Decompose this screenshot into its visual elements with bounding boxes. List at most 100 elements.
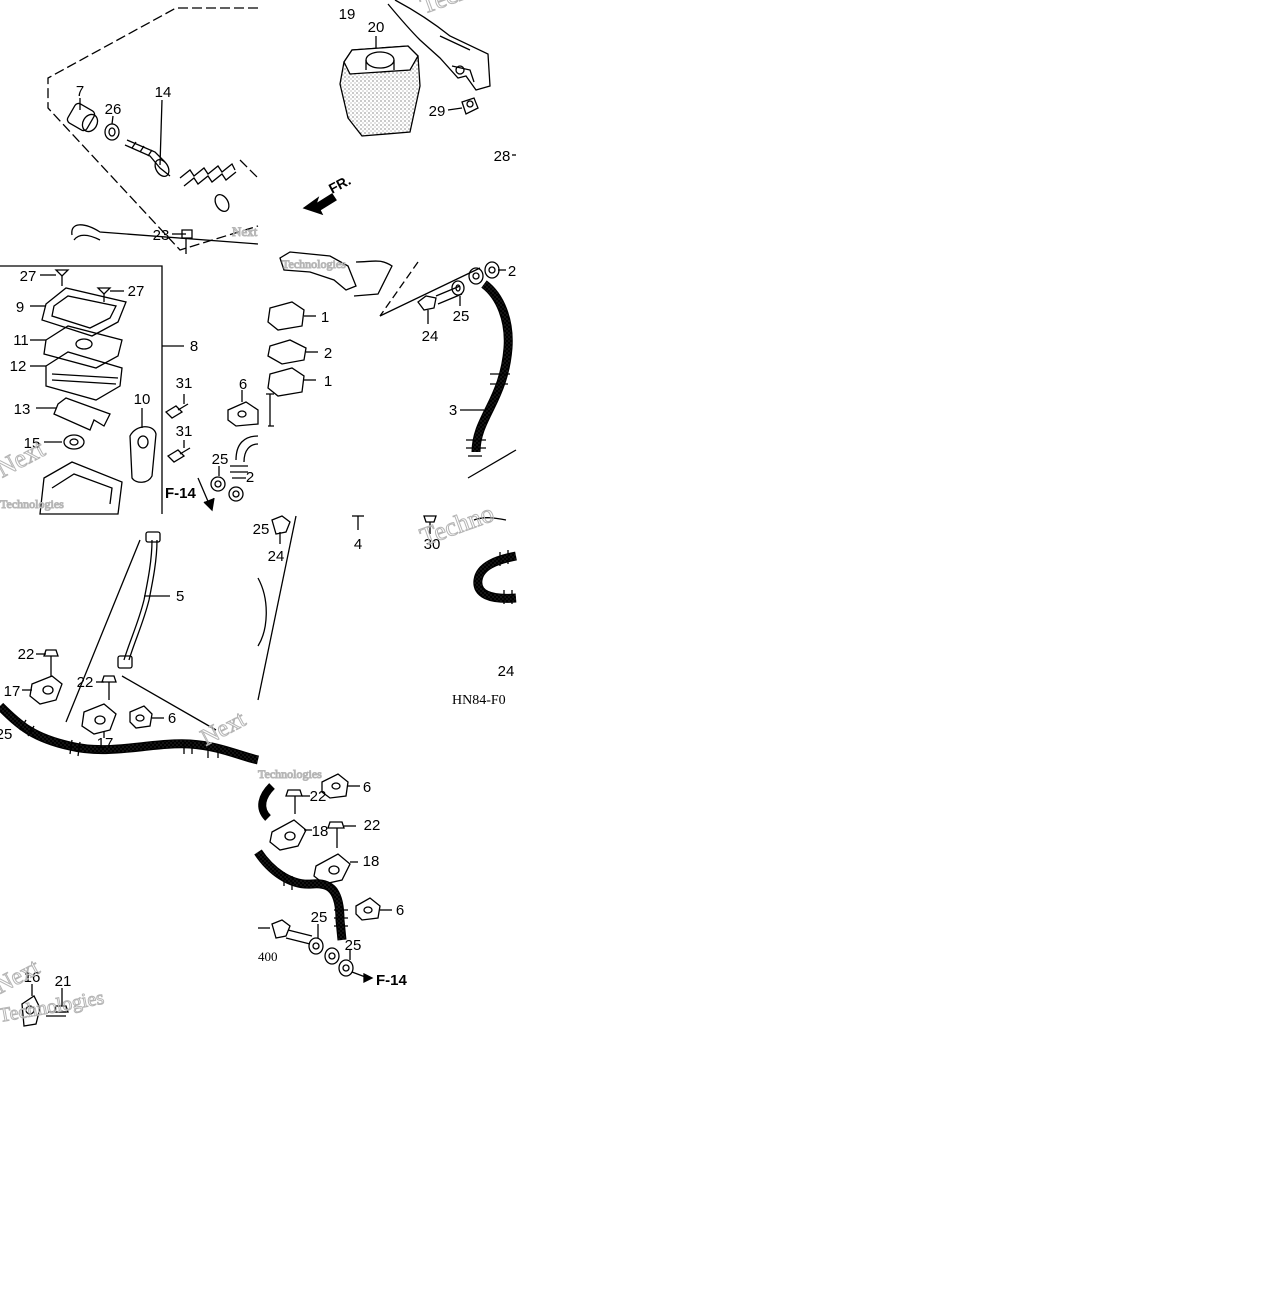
part-24-bolt-a (417, 285, 463, 311)
figure-code-b: 400 (258, 949, 278, 964)
label-3: 3 (449, 402, 457, 419)
watermark-tile2: Techno (416, 0, 497, 20)
label-22-a: 22 (18, 646, 35, 663)
part-22-bolt-c (285, 789, 303, 814)
tile-reservoir-and-pedal (302, 0, 516, 216)
leader-29 (447, 107, 463, 111)
watermark-tile8-a: Next (0, 954, 44, 999)
part-17-clamp-b (81, 703, 117, 735)
label-6-b: 6 (168, 710, 176, 727)
label-25-h: 25 (345, 937, 362, 954)
label-5: 5 (176, 588, 184, 605)
part-21-bolt (46, 1005, 69, 1017)
label-15: 15 (24, 435, 41, 452)
label-24-a: 24 (422, 328, 439, 345)
part-9-cap (41, 287, 127, 337)
label-31-b: 31 (176, 423, 193, 440)
part-22-bolt-d (327, 821, 345, 848)
part-25-washer-e (484, 261, 500, 279)
label-31-a: 31 (176, 375, 193, 392)
label-1-b: 1 (324, 373, 332, 390)
label-29: 29 (429, 103, 446, 120)
watermark-tile6: Techno (416, 498, 497, 551)
part-25-washer-a (210, 476, 226, 492)
label-16: 16 (24, 969, 41, 986)
part-25-washer-d (468, 267, 484, 285)
part-11-plate (43, 325, 123, 369)
part-23-bolt (181, 229, 193, 254)
part-5-brake-pipe (123, 539, 153, 661)
leader-26 (111, 115, 114, 125)
part-14-piston-kit (124, 139, 237, 213)
part-22-bolt-a (43, 649, 59, 676)
tile-master-cylinder-internals (47, 7, 259, 254)
brake-pedal-arm (387, 0, 491, 91)
part-24-bolt-b (271, 515, 291, 544)
label-2-partial: 2 (508, 263, 516, 280)
label-6-a: 6 (239, 376, 247, 393)
part-6-clamp-c (321, 773, 349, 799)
part-20-reservoir (339, 45, 421, 137)
label-13: 13 (14, 401, 31, 418)
group-outline-4 (65, 539, 141, 723)
group-outline-4c (257, 515, 297, 701)
master-cylinder-body (39, 461, 123, 515)
group-outline-3c (467, 449, 517, 479)
brake-hose-end (235, 435, 259, 463)
label-1-a: 1 (321, 309, 329, 326)
part-31-bolt-a (164, 403, 189, 419)
leader-14 (159, 99, 163, 166)
part-31-bolt-b (166, 447, 191, 463)
watermark-tile7: Technologies (258, 767, 322, 781)
caliper-bracket (279, 251, 357, 291)
part-26-washer (104, 123, 120, 141)
part-15-boot (63, 434, 85, 450)
part-29-nut (461, 97, 479, 115)
label-25-partial-b: 25 (253, 521, 270, 538)
part-18-clamp-a (269, 819, 307, 851)
label-30: 30 (424, 536, 441, 553)
label-18-a: 18 (312, 823, 329, 840)
part-27-screw-a (54, 269, 70, 286)
part-25-washer-h (338, 959, 354, 977)
label-22-d: 22 (364, 817, 381, 834)
label-22-c: 22 (310, 788, 327, 805)
label-6-d: 6 (396, 902, 404, 919)
label-24-c: 24 (498, 663, 515, 680)
label-25-f: 25 (311, 909, 328, 926)
label-12: 12 (10, 358, 27, 375)
label-18-b: 18 (363, 853, 380, 870)
switch-bolt (266, 393, 274, 427)
label-25-a: 25 (212, 451, 229, 468)
label-22-b: 22 (77, 674, 94, 691)
tile-rear-hose-end (271, 515, 517, 604)
group-outline-edge (239, 159, 259, 179)
part-6-clamp-b (129, 705, 153, 729)
label-9: 9 (16, 299, 24, 316)
part-27-screw-b (96, 287, 112, 302)
watermark-tile5: Next (197, 706, 251, 751)
brake-lever-tip (71, 224, 259, 245)
figure-code-a: HN84-F0 (452, 693, 506, 708)
label-21: 21 (55, 973, 72, 990)
label-2: 2 (324, 345, 332, 362)
callout-f14-b: F-14 (376, 972, 408, 989)
tile-lower-bracket (21, 984, 69, 1027)
label-7: 7 (76, 83, 84, 100)
label-25-partial: 25 (0, 726, 12, 743)
watermark-tile3-b: Technologies (0, 497, 64, 511)
tile-master-cylinder-body (0, 265, 259, 515)
watermark-tile1: Next (232, 224, 258, 239)
group-outline-3b (379, 267, 481, 317)
front-direction-label: FR. (326, 172, 353, 197)
label-14: 14 (155, 84, 172, 101)
label-8: 8 (190, 338, 198, 355)
label-6-c: 6 (363, 779, 371, 796)
group-outline (47, 7, 259, 251)
arc-segment (257, 577, 267, 647)
part-1-switch-a (267, 301, 316, 331)
part-25-washer-f (308, 937, 324, 955)
tile-brake-pipe (0, 515, 297, 765)
label-27-a: 27 (20, 268, 37, 285)
